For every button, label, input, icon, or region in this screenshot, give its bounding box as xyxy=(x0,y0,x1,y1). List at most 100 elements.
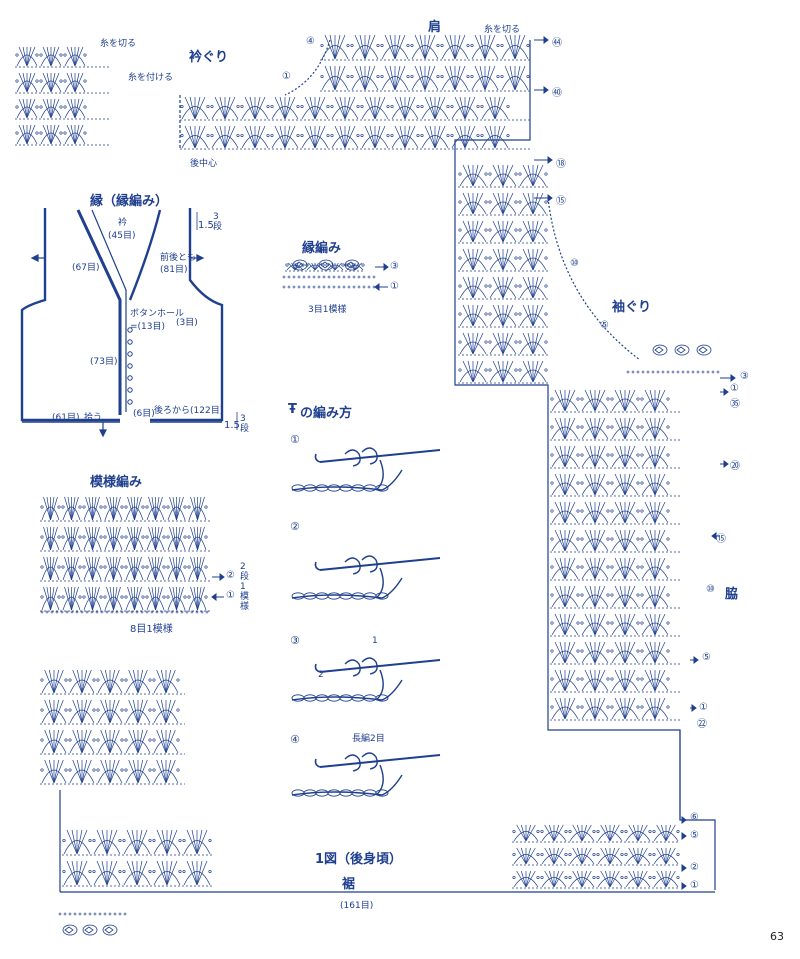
buttonhole-label: ボタンホール xyxy=(130,309,185,319)
vest-neckline xyxy=(76,209,122,415)
armhole-row-35: ㉟ xyxy=(730,399,740,410)
side-edge-count: (67目) xyxy=(72,263,100,273)
row-arrows xyxy=(211,36,736,890)
side-title: 脇 xyxy=(725,587,739,602)
howto-step4-illustration xyxy=(291,752,441,797)
front-count: (73目) xyxy=(90,357,118,367)
arrow-1c xyxy=(681,882,687,890)
hem-row-1: ① xyxy=(690,880,699,891)
vest-left-outline xyxy=(20,208,120,422)
upper-body-motif xyxy=(458,164,548,384)
arrow-15 xyxy=(534,194,553,202)
hem-title: 裾 xyxy=(342,877,356,892)
button-dot xyxy=(127,339,133,345)
vest-front-band xyxy=(91,209,127,412)
side-row-15: ⑮ xyxy=(716,534,726,545)
neck-cut-yarn-label: 糸を切る xyxy=(100,39,137,49)
hem-count: (161目) xyxy=(340,901,374,911)
armhole-title: 袖ぐり xyxy=(612,300,652,315)
rows-top: 3段 xyxy=(213,212,223,232)
arrow-e3 xyxy=(375,263,389,271)
button-dot xyxy=(127,387,133,393)
back-pick-count: 後ろから(122目) xyxy=(154,406,224,416)
arrow-1b xyxy=(690,704,697,712)
side-row-22: ㉒ xyxy=(697,719,707,730)
arrow-5b xyxy=(690,656,699,664)
hem-shells xyxy=(62,924,118,936)
armhole-shells xyxy=(652,344,712,356)
armhole-edge-label: 前後とも xyxy=(160,253,197,263)
dim-top: 1.5 xyxy=(198,220,214,231)
howto-step3-illustration xyxy=(291,657,441,702)
stitch-motifs xyxy=(15,34,720,936)
neck-main-motif xyxy=(180,96,530,150)
hem-left-motif xyxy=(62,829,212,887)
bottom-count: (61目) xyxy=(52,413,80,423)
arrow-p2 xyxy=(212,573,225,581)
neck-title: 衿ぐり xyxy=(189,50,229,65)
arrow-15b xyxy=(711,532,720,540)
shoulder-row-44: ㊹ xyxy=(552,38,562,49)
vest-neckline-back xyxy=(128,209,162,301)
vest-schematic xyxy=(20,208,224,423)
edging-row-1: ① xyxy=(390,281,399,292)
arrow-2 xyxy=(681,864,687,872)
rows-bottom: 3段 xyxy=(240,414,250,434)
buttonhole-count: =(13目) xyxy=(130,322,166,332)
howto-step-1: ① xyxy=(290,433,300,446)
hem-row-2: ② xyxy=(690,862,699,873)
vest-right-outline xyxy=(150,208,224,422)
button-dot xyxy=(127,375,133,381)
edging-row-3: ③ xyxy=(390,261,399,272)
arrow-1 xyxy=(720,388,729,396)
armhole-row-1: ① xyxy=(730,383,739,394)
pattern-note: 2段1模様 xyxy=(240,562,250,612)
hem-row-6: ⑥ xyxy=(690,812,699,823)
neck-left-motif xyxy=(15,46,110,146)
bottom-pick: 拾う xyxy=(84,413,103,423)
side-row-20: ⑳ xyxy=(730,461,740,472)
figure-caption: 1図（後身頃） xyxy=(315,852,403,867)
armhole-row-18: ⑱ xyxy=(556,159,566,170)
back-body-outline xyxy=(454,40,716,890)
armhole-curve xyxy=(547,197,641,361)
howto-step4-label: 長編2目 xyxy=(352,734,385,744)
button-dot xyxy=(127,399,133,405)
arrow-p1 xyxy=(211,593,224,601)
pattern-row-2: ② xyxy=(226,570,235,581)
howto-title: の編み方 xyxy=(300,406,353,421)
front-edge-count: (45目) xyxy=(108,231,136,241)
neck-attach-yarn-label: 糸を付ける xyxy=(128,73,174,83)
front-edge-label: 衿 xyxy=(118,218,128,228)
edging-shells xyxy=(292,259,360,271)
arrow-6 xyxy=(681,816,687,824)
pattern-base-row xyxy=(40,610,209,614)
neck-row-4: ④ xyxy=(306,36,315,47)
shoulder-row-40: ㊵ xyxy=(552,88,562,99)
armhole-plus-row xyxy=(626,370,720,374)
stitch-howto-illustrations xyxy=(291,447,441,797)
vest-schematic-arrows xyxy=(30,212,238,438)
edging-base-row-1 xyxy=(282,275,376,279)
page-number: 63 xyxy=(770,930,784,943)
arrow-20 xyxy=(720,460,729,468)
howto-step-3: ③ xyxy=(290,634,300,647)
button-dot xyxy=(127,351,133,357)
arrow-3 xyxy=(720,374,736,382)
neck-curve xyxy=(284,39,331,96)
buttonhole-rows: (3目) xyxy=(176,318,198,328)
armhole-row-15: ⑮ xyxy=(556,196,566,207)
arrow-5c xyxy=(681,832,687,840)
howto-step-4: ④ xyxy=(290,733,300,746)
howto-step3-label-1: 1 xyxy=(372,636,378,646)
chart-outline xyxy=(59,39,716,893)
shoulder-motif xyxy=(320,34,530,92)
howto-step1-illustration xyxy=(291,447,441,492)
neck-row-1: ① xyxy=(282,71,291,82)
arrow-18 xyxy=(534,156,553,164)
hem-row-5: ⑤ xyxy=(690,830,699,841)
armhole-row-10: ⑩ xyxy=(570,258,579,269)
armhole-edge-count: (81目) xyxy=(160,265,188,275)
side-row-1: ① xyxy=(699,702,708,713)
